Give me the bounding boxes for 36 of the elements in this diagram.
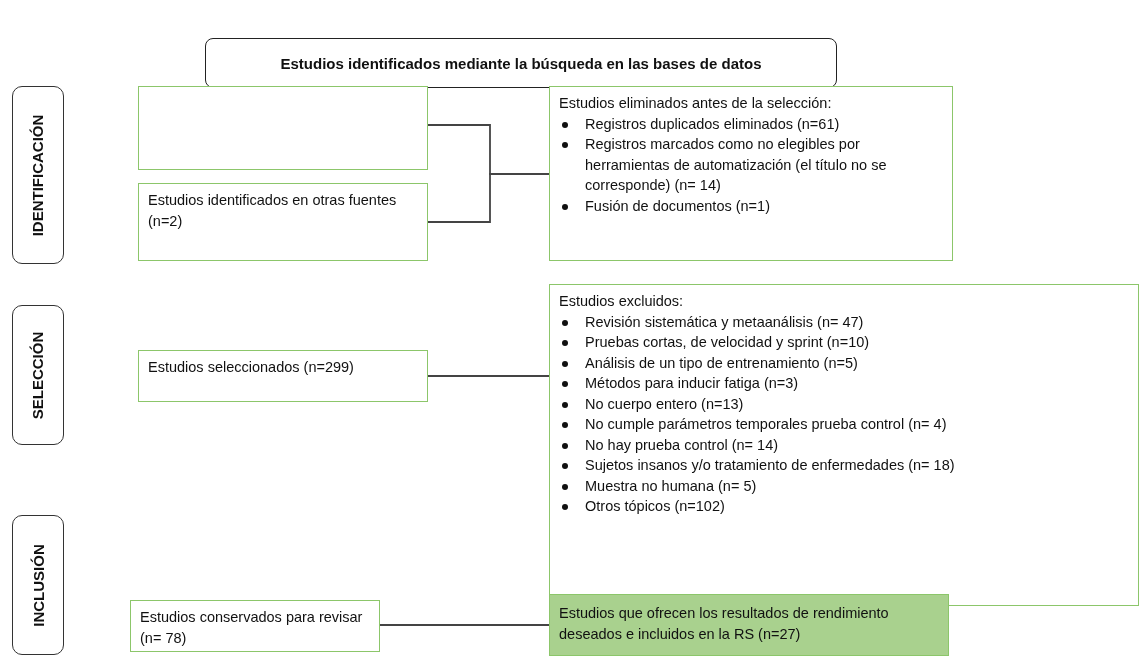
process-box bbox=[130, 600, 380, 652]
list-item: Análisis de un tipo de entrenamiento (n=5) bbox=[585, 354, 858, 371]
list-item: Registros duplicados eliminados (n=61) bbox=[585, 115, 840, 132]
list-item: Otros tópicos (n=102) bbox=[585, 498, 725, 514]
box-text: Estudios identificados en otras fuentes (n=2) bbox=[148, 191, 398, 231]
phase-label: INCLUSIÓN bbox=[29, 543, 47, 627]
title-text: Estudios identificados mediante la búsqueda en las bases de datos bbox=[280, 54, 762, 72]
list-item: Métodos para inducir fatiga (n=3) bbox=[585, 375, 799, 391]
exclusion-list-box bbox=[549, 86, 953, 261]
list-heading: Estudios excluidos: bbox=[559, 292, 685, 311]
list-heading: Estudios eliminados antes de la selección: bbox=[559, 94, 833, 113]
phase-label-box bbox=[12, 515, 64, 655]
process-box bbox=[138, 350, 428, 402]
connector-line bbox=[379, 624, 550, 626]
phase-label: IDENTIFICACIÓN bbox=[29, 114, 47, 236]
process-box bbox=[138, 86, 428, 170]
list-item: Revisión sistemática y metaanálisis (n= 47) bbox=[585, 313, 864, 330]
list-item: Fusión de documentos (n=1) bbox=[585, 197, 770, 214]
list-item: No cuerpo entero (n=13) bbox=[585, 395, 744, 412]
list-item: No cumple parámetros temporales prueba control (n= 4) bbox=[585, 416, 947, 432]
list-item: Sujetos insanos y/o tratamiento de enfermedades (n= 18) bbox=[585, 457, 955, 473]
process-box bbox=[138, 183, 428, 261]
connector-line bbox=[427, 173, 550, 223]
box-text: Estudios seleccionados (n=299) bbox=[148, 358, 355, 377]
box-text: Estudios que ofrecen los resultados de rendimiento deseados e incluidos en la RS (n=27) bbox=[559, 604, 890, 644]
phase-label-box bbox=[12, 305, 64, 445]
list-item: Registros marcados como no elegibles por herramientas de automatización (el título no se corresponde) (n= 14) bbox=[585, 136, 887, 193]
box-text: Estudios conservados para revisar (n= 78) bbox=[140, 608, 364, 648]
phase-label-box bbox=[12, 86, 64, 264]
result-box bbox=[549, 594, 949, 656]
list-item: Muestra no humana (n= 5) bbox=[585, 477, 757, 494]
list-item: No hay prueba control (n= 14) bbox=[585, 436, 779, 453]
exclusion-list-box bbox=[549, 284, 1139, 606]
list-item: Pruebas cortas, de velocidad y sprint (n=10) bbox=[585, 334, 870, 350]
connector-line bbox=[427, 375, 550, 377]
phase-label: SELECCIÓN bbox=[29, 331, 47, 419]
